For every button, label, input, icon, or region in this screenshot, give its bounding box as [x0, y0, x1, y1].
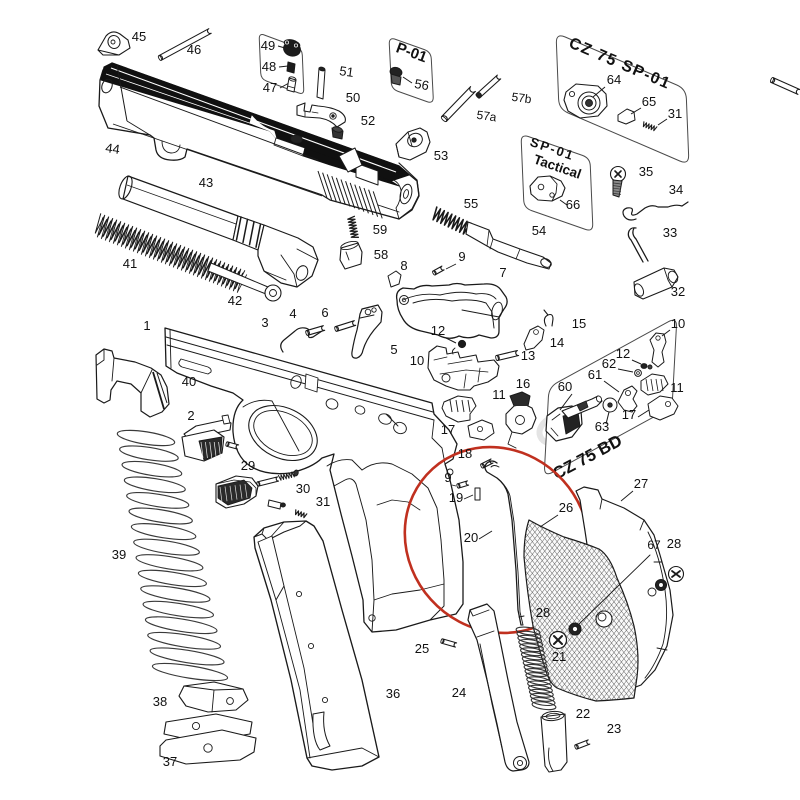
svg-text:17: 17 — [441, 422, 455, 437]
svg-text:63: 63 — [595, 419, 609, 434]
svg-text:31: 31 — [316, 494, 330, 509]
svg-text:23: 23 — [607, 721, 621, 736]
svg-text:26: 26 — [559, 500, 573, 515]
svg-text:9: 9 — [444, 470, 451, 485]
svg-text:54: 54 — [532, 223, 546, 238]
svg-text:53: 53 — [434, 148, 448, 163]
svg-text:28: 28 — [667, 536, 681, 551]
svg-text:57a: 57a — [476, 108, 498, 125]
svg-text:67: 67 — [647, 538, 661, 552]
svg-text:11: 11 — [492, 387, 506, 402]
svg-text:17: 17 — [622, 407, 636, 422]
svg-text:59: 59 — [373, 222, 387, 237]
svg-text:32: 32 — [671, 284, 685, 299]
svg-text:13: 13 — [521, 348, 535, 363]
svg-text:18: 18 — [458, 446, 472, 461]
svg-text:50: 50 — [346, 90, 360, 105]
svg-text:14: 14 — [550, 335, 564, 350]
svg-text:12: 12 — [431, 323, 445, 338]
svg-text:44: 44 — [104, 140, 120, 157]
svg-text:9: 9 — [458, 249, 465, 264]
svg-text:49: 49 — [261, 38, 275, 53]
svg-text:30: 30 — [296, 481, 310, 496]
svg-text:45: 45 — [132, 29, 146, 44]
svg-text:56: 56 — [413, 76, 430, 93]
svg-text:35: 35 — [639, 164, 653, 179]
svg-text:10: 10 — [410, 353, 424, 368]
svg-text:46: 46 — [187, 42, 201, 57]
svg-text:19: 19 — [449, 490, 463, 505]
svg-text:37: 37 — [163, 754, 177, 769]
svg-text:60: 60 — [558, 379, 572, 394]
svg-text:15: 15 — [572, 316, 586, 331]
svg-text:8: 8 — [400, 258, 407, 273]
svg-text:48: 48 — [262, 59, 276, 74]
svg-text:66: 66 — [566, 197, 580, 212]
svg-text:36: 36 — [386, 686, 400, 701]
svg-text:10: 10 — [671, 316, 685, 331]
svg-text:61: 61 — [588, 367, 602, 382]
svg-text:31: 31 — [668, 106, 682, 121]
svg-text:27: 27 — [634, 476, 648, 491]
svg-text:1: 1 — [143, 318, 150, 333]
svg-text:5: 5 — [390, 342, 397, 357]
svg-text:16: 16 — [516, 376, 530, 391]
svg-text:12: 12 — [616, 346, 630, 361]
svg-text:29: 29 — [241, 458, 255, 473]
svg-text:52: 52 — [361, 113, 375, 128]
svg-text:55: 55 — [464, 196, 478, 211]
svg-text:25: 25 — [415, 641, 429, 656]
svg-text:42: 42 — [228, 293, 242, 308]
svg-text:7: 7 — [499, 265, 506, 280]
svg-text:58: 58 — [374, 247, 388, 262]
svg-text:65: 65 — [642, 94, 656, 109]
svg-text:22: 22 — [576, 706, 590, 721]
svg-text:3: 3 — [261, 315, 268, 330]
svg-text:43: 43 — [199, 175, 213, 190]
svg-text:47: 47 — [263, 80, 277, 95]
svg-text:39: 39 — [112, 547, 126, 562]
svg-text:64: 64 — [607, 72, 621, 87]
svg-text:51: 51 — [338, 63, 354, 80]
svg-text:24: 24 — [452, 685, 466, 700]
svg-text:34: 34 — [669, 182, 683, 197]
svg-text:40: 40 — [182, 374, 196, 389]
svg-text:4: 4 — [289, 306, 296, 321]
svg-text:41: 41 — [123, 256, 137, 271]
svg-text:6: 6 — [321, 305, 328, 320]
svg-text:20: 20 — [464, 530, 478, 545]
svg-text:33: 33 — [663, 225, 677, 240]
svg-text:62: 62 — [602, 356, 616, 371]
svg-text:57b: 57b — [511, 90, 533, 107]
svg-text:21: 21 — [552, 649, 566, 664]
svg-text:2: 2 — [187, 408, 194, 423]
svg-text:38: 38 — [153, 694, 167, 709]
svg-text:11: 11 — [670, 380, 684, 395]
svg-text:28: 28 — [536, 605, 550, 620]
